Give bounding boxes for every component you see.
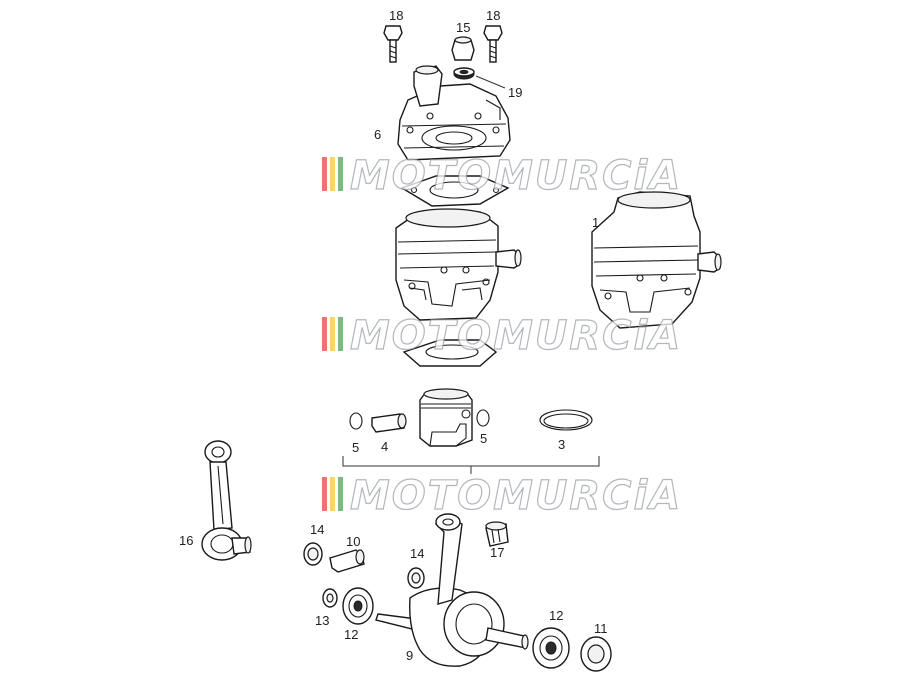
piston-ring-3[interactable] xyxy=(539,409,593,431)
seal-11[interactable] xyxy=(580,636,612,672)
bearing-12-right[interactable] xyxy=(532,627,570,669)
watermark-text: MOTOMURCiA xyxy=(350,473,682,519)
callout-1: 1 xyxy=(592,215,599,230)
piston-group-bracket xyxy=(342,456,600,474)
bolt-18-left[interactable] xyxy=(383,25,403,63)
seal-14-center[interactable] xyxy=(407,567,425,589)
circlip-5-right[interactable] xyxy=(476,409,490,427)
watermark-text: MOTOMURCiA xyxy=(350,313,682,359)
bearing-12-left[interactable] xyxy=(342,587,374,625)
head-gasket xyxy=(400,175,510,207)
bolt-18-right[interactable] xyxy=(483,25,503,63)
callout-16: 16 xyxy=(179,533,193,548)
callout-13: 13 xyxy=(315,613,329,628)
washer-19[interactable] xyxy=(453,67,506,89)
watermark-bottom: MOTOMURCiA xyxy=(322,472,682,520)
cylinder-head-6[interactable] xyxy=(397,65,511,161)
pin-10[interactable] xyxy=(329,549,365,573)
callout-12-right: 12 xyxy=(549,608,563,623)
callout-4: 4 xyxy=(381,439,388,454)
base-gasket xyxy=(402,339,498,367)
callout-15: 15 xyxy=(456,20,470,35)
piston-pin-4[interactable] xyxy=(371,413,407,433)
callout-18-right: 18 xyxy=(486,8,500,23)
cylinder-1-right[interactable] xyxy=(591,191,722,329)
callout-19: 19 xyxy=(508,85,522,100)
piston[interactable] xyxy=(419,388,473,447)
callout-5-right: 5 xyxy=(480,431,487,446)
callout-6: 6 xyxy=(374,127,381,142)
callout-9: 9 xyxy=(406,648,413,663)
circlip-5-left[interactable] xyxy=(349,412,363,430)
seal-14-left[interactable] xyxy=(303,542,323,566)
callout-10: 10 xyxy=(346,534,360,549)
watermark-top: MOTOMURCiA xyxy=(322,152,682,200)
callout-17: 17 xyxy=(490,545,504,560)
callout-5-left: 5 xyxy=(352,440,359,455)
watermark-text: MOTOMURCiA xyxy=(350,153,682,199)
callout-18-left: 18 xyxy=(389,8,403,23)
crankshaft-9[interactable] xyxy=(375,513,529,667)
callout-14-center: 14 xyxy=(410,546,424,561)
washer-13[interactable] xyxy=(322,588,338,608)
cylinder-center[interactable] xyxy=(395,208,522,321)
callout-3: 3 xyxy=(558,437,565,452)
callout-14-left: 14 xyxy=(310,522,324,537)
callout-11: 11 xyxy=(594,621,608,636)
bearing-17[interactable] xyxy=(485,521,509,547)
watermark-middle: MOTOMURCiA xyxy=(322,312,682,360)
connecting-rod-16[interactable] xyxy=(201,440,252,561)
nut-15[interactable] xyxy=(451,36,475,61)
callout-12-left: 12 xyxy=(344,627,358,642)
